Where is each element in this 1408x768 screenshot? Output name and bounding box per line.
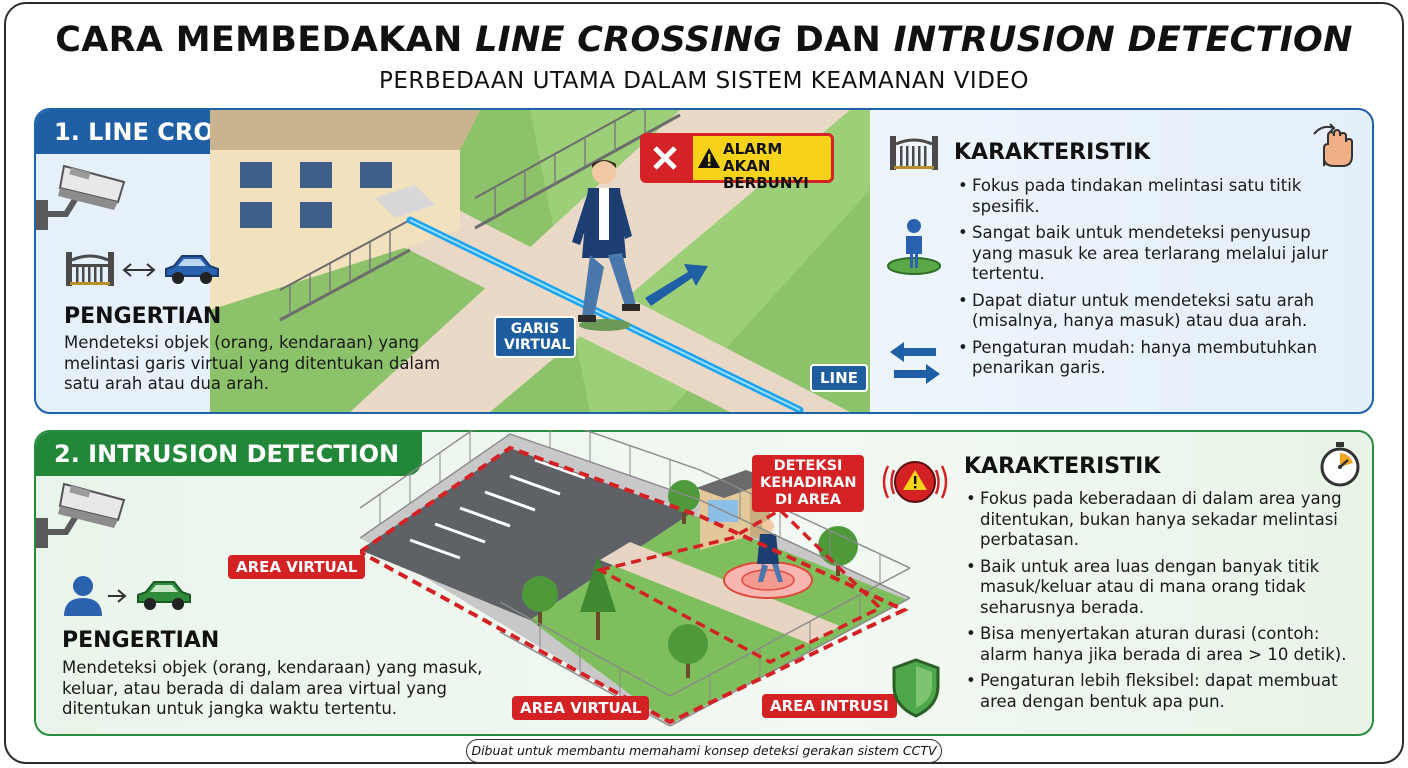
line-crossing-scene bbox=[210, 110, 870, 412]
double-arrow-icon bbox=[121, 262, 157, 282]
list-item: Fokus pada keberadaan di dalam area yang… bbox=[964, 489, 1348, 551]
line-crossing-kar-title: KARAKTERISTIK bbox=[954, 140, 1151, 165]
intrusion-tab: 2. INTRUSION DETECTION bbox=[36, 432, 422, 476]
footer-note: Dibuat untuk membantu memahami konsep de… bbox=[466, 739, 942, 763]
line-label: LINE bbox=[810, 364, 868, 392]
cctv-camera-icon bbox=[36, 478, 128, 554]
list-item: Baik untuk area luas dengan banyak titik… bbox=[964, 557, 1348, 619]
list-item: Dapat diatur untuk mendeteksi satu arah … bbox=[956, 291, 1336, 332]
intrusion-scene bbox=[360, 430, 920, 730]
right-arrow-icon bbox=[106, 588, 128, 608]
warning-icon bbox=[698, 148, 720, 168]
page-title: CARA MEMBEDAKAN LINE CROSSING DAN INTRUS… bbox=[55, 20, 1353, 60]
bidirectional-arrows-icon bbox=[888, 340, 942, 390]
page-subtitle: PERBEDAAN UTAMA DALAM SISTEM KEAMANAN VI… bbox=[378, 68, 1030, 94]
gate-icon bbox=[66, 250, 114, 292]
car-icon bbox=[162, 252, 222, 292]
line-crossing-def-text: Mendeteksi objek (orang, kendaraan) yang… bbox=[64, 333, 441, 393]
area-virtual-label-1: AREA VIRTUAL bbox=[228, 555, 366, 579]
deteksi-kehadiran-label: DETEKSI KEHADIRAN DI AREA bbox=[752, 455, 864, 512]
stopwatch-icon bbox=[1318, 440, 1362, 492]
close-icon bbox=[640, 133, 690, 183]
intrusion-bullets: Fokus pada keberadaan di dalam area yang… bbox=[964, 489, 1348, 718]
area-virtual-label-2: AREA VIRTUAL bbox=[512, 696, 650, 720]
area-intrusi-label: AREA INTRUSI bbox=[762, 694, 897, 718]
car-icon bbox=[134, 578, 194, 618]
hand-wave-icon bbox=[1310, 122, 1358, 176]
intrusion-def-text: Mendeteksi objek (orang, kendaraan) yang… bbox=[62, 658, 483, 718]
list-item: Pengaturan mudah: hanya membutuhkan pena… bbox=[956, 338, 1336, 379]
alarm-icon bbox=[880, 452, 950, 514]
line-crossing-def-title: PENGERTIAN bbox=[64, 304, 222, 329]
cctv-camera-icon bbox=[36, 160, 128, 236]
line-crossing-bullets: Fokus pada tindakan melintasi satu titik… bbox=[956, 176, 1336, 385]
list-item: Sangat baik untuk mendeteksi penyusup ya… bbox=[956, 223, 1336, 285]
list-item: Bisa menyertakan aturan durasi (contoh: … bbox=[964, 624, 1348, 665]
intrusion-kar-title: KARAKTERISTIK bbox=[964, 454, 1161, 479]
user-icon bbox=[62, 574, 104, 622]
alarm-badge: ALARM AKAN BERBUNYI bbox=[640, 133, 834, 192]
fence-gate-icon bbox=[890, 132, 938, 176]
list-item: Pengaturan lebih fleksibel: dapat membua… bbox=[964, 671, 1348, 712]
list-item: Fokus pada tindakan melintasi satu titik… bbox=[956, 176, 1336, 217]
shield-icon bbox=[890, 658, 942, 722]
person-zone-icon bbox=[886, 216, 942, 282]
intrusion-def-title: PENGERTIAN bbox=[62, 628, 220, 653]
garis-virtual-label: GARIS VIRTUAL bbox=[494, 316, 576, 358]
alarm-text: ALARM AKAN BERBUNYI bbox=[723, 140, 809, 192]
